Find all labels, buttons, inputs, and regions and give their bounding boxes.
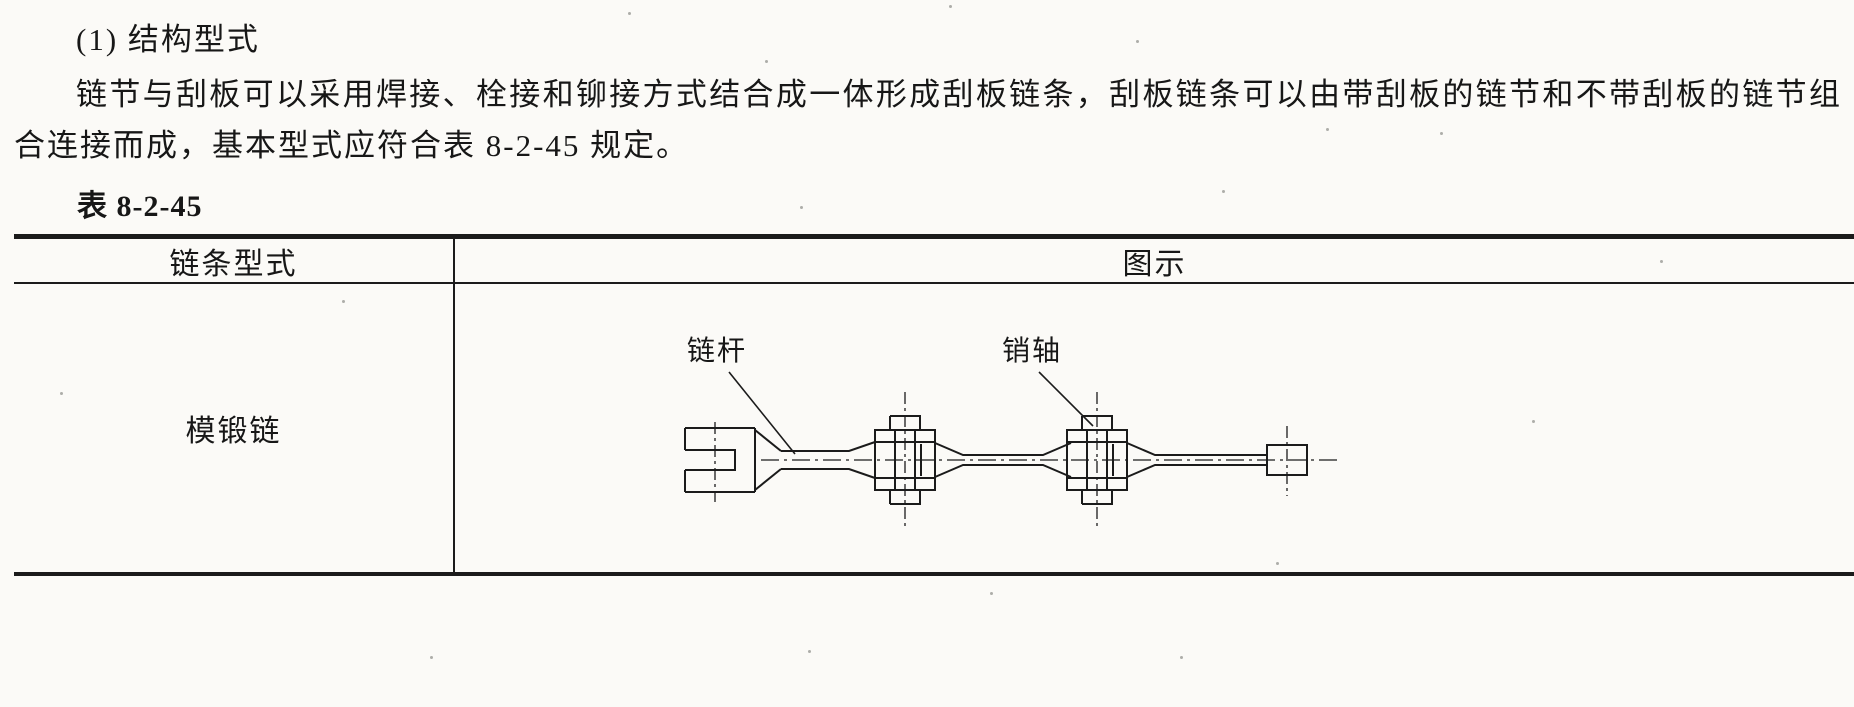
scan-speckle <box>1276 562 1279 565</box>
rod-1 <box>781 441 876 479</box>
scan-speckle <box>1326 128 1329 131</box>
scan-speckle <box>1222 190 1225 193</box>
scan-speckle <box>949 5 952 8</box>
leader-line-pin <box>1038 371 1094 427</box>
scan-speckle <box>800 206 803 209</box>
joint-block-2 <box>1066 415 1128 505</box>
intro-text: (1) 结构型式 链节与刮板可以采用焊接、栓接和铆接方式结合成一体形成刮板链条，… <box>14 14 1842 171</box>
label-chain-rod: 链杆 <box>687 335 747 367</box>
chain-type-table: 链条型式 图示 模锻链 <box>14 234 1854 576</box>
scan-speckle <box>60 392 63 395</box>
scan-speckle <box>765 60 768 63</box>
rod-2 <box>934 442 1072 478</box>
header-cell-chain-type: 链条型式 <box>14 239 455 284</box>
scan-speckle <box>1660 260 1663 263</box>
table-caption: 表 8-2-45 <box>77 190 203 223</box>
end-block <box>1266 444 1308 476</box>
row-cell-illustration: 链杆 销轴 <box>455 284 1854 572</box>
scan-speckle <box>990 592 993 595</box>
chain-diagram: 链杆 销轴 <box>677 330 1367 535</box>
scan-speckle <box>1180 656 1183 659</box>
fork-end <box>684 427 782 493</box>
scan-speckle <box>1532 420 1535 423</box>
scan-speckle <box>342 300 345 303</box>
forged-chain-drawing: 链杆 销轴 <box>684 335 1337 528</box>
header-cell-illustration: 图示 <box>455 239 1854 284</box>
scan-speckle <box>628 12 631 15</box>
joint-block-1 <box>874 415 936 505</box>
body-paragraph: 链节与刮板可以采用焊接、栓接和铆接方式结合成一体形成刮板链条，刮板链条可以由带刮… <box>14 77 1842 163</box>
scan-speckle <box>1136 40 1139 43</box>
leader-line-rod <box>728 371 796 455</box>
scan-speckle <box>808 650 811 653</box>
section-heading: (1) 结构型式 <box>76 22 260 57</box>
label-pin-shaft: 销轴 <box>1002 335 1062 367</box>
scan-speckle <box>1440 132 1443 135</box>
row-cell-chain-name: 模锻链 <box>14 284 455 572</box>
rod-3 <box>1126 442 1267 478</box>
scan-speckle <box>430 656 433 659</box>
